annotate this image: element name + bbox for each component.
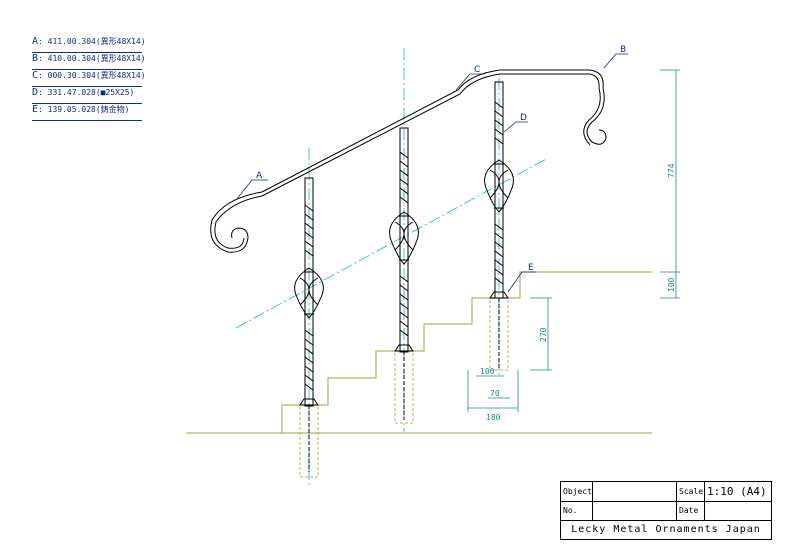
post-2-basket xyxy=(389,211,419,265)
callout-a: A xyxy=(256,171,263,181)
post-2-twist-upper xyxy=(399,151,409,204)
post-1-twist-lower xyxy=(304,329,314,391)
object-label: Object xyxy=(561,482,593,501)
callout-a-leader xyxy=(235,179,268,201)
scroll-lower-inner xyxy=(214,195,263,249)
callout-e-leader xyxy=(507,271,536,293)
centerline-slope xyxy=(235,157,549,329)
callout-c-leader xyxy=(455,73,484,91)
no-value xyxy=(593,501,677,520)
handrail-top xyxy=(261,69,604,193)
dim-100-vert-label: 100 xyxy=(667,277,676,292)
post-3-basket xyxy=(484,159,514,213)
post-1-basket xyxy=(294,267,324,319)
object-value xyxy=(593,482,677,501)
handrail-bottom xyxy=(261,73,600,197)
callout-c: C xyxy=(474,65,480,75)
dim-774-label: 774 xyxy=(667,163,676,178)
title-block-row-2: No. Date xyxy=(561,501,771,521)
post-1-foot xyxy=(299,398,319,406)
callout-d: D xyxy=(520,113,527,123)
legend-row-c: C: 000.30.304(異形48X14) xyxy=(32,70,146,87)
post-1-twist-upper xyxy=(304,204,314,257)
parts-legend: A: 411.00.304(異形48X14) B: 410.00.304(異形4… xyxy=(32,36,146,121)
post-3-twist-upper xyxy=(494,101,504,145)
scroll-upper-inner xyxy=(583,87,601,146)
scroll-lower xyxy=(210,191,263,253)
company-name: Lecky Metal Ornaments Japan xyxy=(571,524,761,535)
title-block: Object Scale 1:10 (A4) No. Date Lecky Me… xyxy=(560,481,772,540)
scale-value: 1:10 (A4) xyxy=(707,485,767,498)
dim-180-label: 180 xyxy=(486,413,501,422)
post-2-foot xyxy=(394,344,414,352)
no-label: No. xyxy=(561,501,593,520)
post-3-foot xyxy=(489,291,509,299)
dim-100-horiz-label: 100 xyxy=(480,367,495,376)
legend-row-b: B: 410.00.304(異形48X14) xyxy=(32,53,146,70)
scroll-upper xyxy=(586,87,607,145)
legend-row-d: D: 331.47.028(■25X25) xyxy=(32,87,142,104)
stair-profile xyxy=(281,271,652,433)
callout-b-leader xyxy=(603,53,628,69)
title-block-row-1: Object Scale 1:10 (A4) xyxy=(561,482,771,502)
legend-row-e: E: 139.05.028(鋳金物) xyxy=(32,104,142,121)
callout-e: E xyxy=(528,263,534,273)
date-value xyxy=(705,501,771,520)
callout-b: B xyxy=(620,45,626,55)
post-3-twist-lower xyxy=(494,223,504,285)
scale-label: Scale xyxy=(677,482,705,501)
dim-70-label: 70 xyxy=(490,389,500,398)
callout-d-leader xyxy=(503,121,528,133)
dim-270-label: 270 xyxy=(539,327,548,342)
post-2-twist-lower xyxy=(399,275,409,337)
legend-row-a: A: 411.00.304(異形48X14) xyxy=(32,36,146,53)
date-label: Date xyxy=(677,501,705,520)
